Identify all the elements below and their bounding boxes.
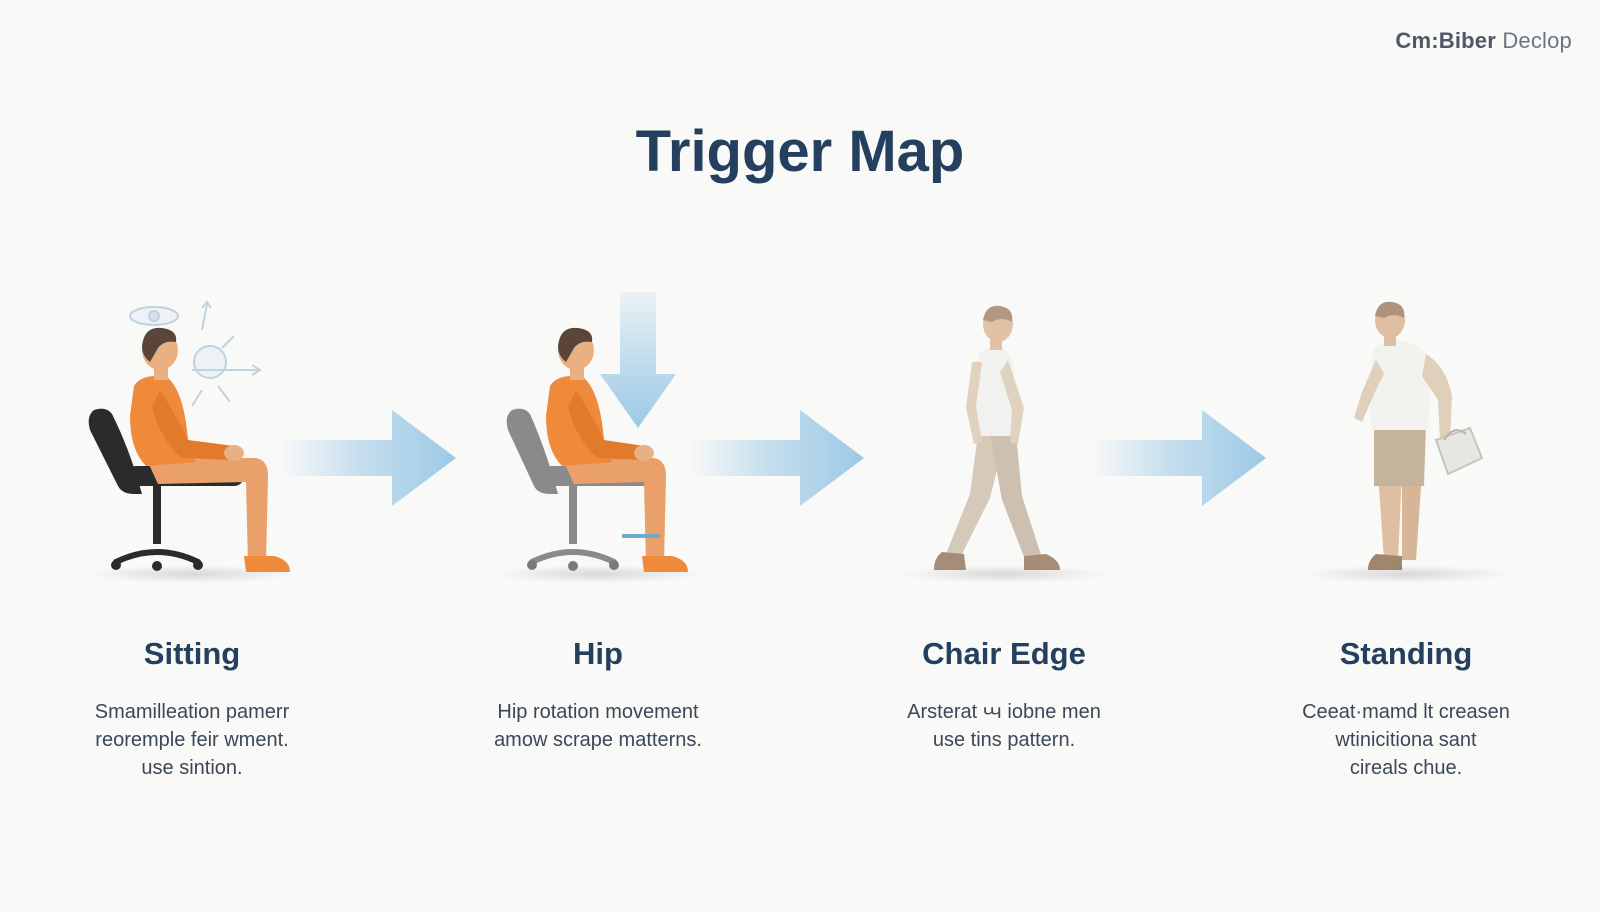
stage-description-line: wtinicitiona sant — [1335, 729, 1477, 751]
down-arrow-icon — [600, 292, 676, 428]
stage-description: Arsterat ꚇ iobne men use tins pattern. — [854, 698, 1154, 754]
stage-description-line: Arsterat ꚇ iobne men — [907, 701, 1101, 723]
stage-description-line: Hip rotation movement — [497, 701, 699, 723]
stage-description-line: use tins pattern. — [932, 729, 1076, 751]
stage-description-line: reoremple feir wment. — [95, 729, 289, 751]
brand-suffix: Declop — [1502, 28, 1572, 53]
page-title: Trigger Map — [635, 119, 965, 184]
stage-description: Hip rotation movement amow scrape matter… — [448, 698, 748, 754]
stage-description-line: cireals chue. — [1349, 757, 1463, 779]
stage-description-line: Ceeat·mamd lt creasen — [1302, 701, 1510, 723]
person-standing-bag-icon — [1301, 301, 1511, 583]
right-arrow-icon — [1090, 410, 1266, 506]
stage-standing: Standing Ceeat·mamd lt creasen wtiniciti… — [1256, 0, 1556, 912]
right-arrow-icon — [688, 410, 864, 506]
brand-name: Cm:Biber — [1395, 28, 1496, 53]
stage-description: Smamilleation pamerr reoremple feir wmen… — [42, 698, 342, 782]
person-sitting-dark-chair-icon — [87, 300, 297, 583]
stage-label: Chair Edge — [922, 636, 1086, 671]
stage-description: Ceeat·mamd lt creasen wtinicitiona sant … — [1256, 698, 1556, 782]
stage-description-line: Smamilleation pamerr — [94, 701, 290, 723]
right-arrow-icon — [280, 410, 456, 506]
stage-sitting: Sitting Smamilleation pamerr reoremple f… — [42, 0, 342, 912]
stage-chair-edge: Chair Edge Arsterat ꚇ iobne men use tins… — [854, 0, 1154, 912]
brand-logo: Cm:Biber Declop — [1395, 28, 1572, 54]
stage-label: Standing — [1339, 636, 1473, 671]
stage-label: Hip — [573, 636, 623, 671]
person-sitting-gray-chair-icon — [493, 327, 703, 583]
stage-hip: Hip Hip rotation movement amow scrape ma… — [448, 0, 748, 912]
stage-description-line: amow scrape matterns. — [494, 729, 702, 751]
stage-label: Sitting — [143, 636, 241, 671]
stage-description-line: use sintion. — [141, 757, 243, 779]
person-walking-icon — [899, 305, 1109, 583]
